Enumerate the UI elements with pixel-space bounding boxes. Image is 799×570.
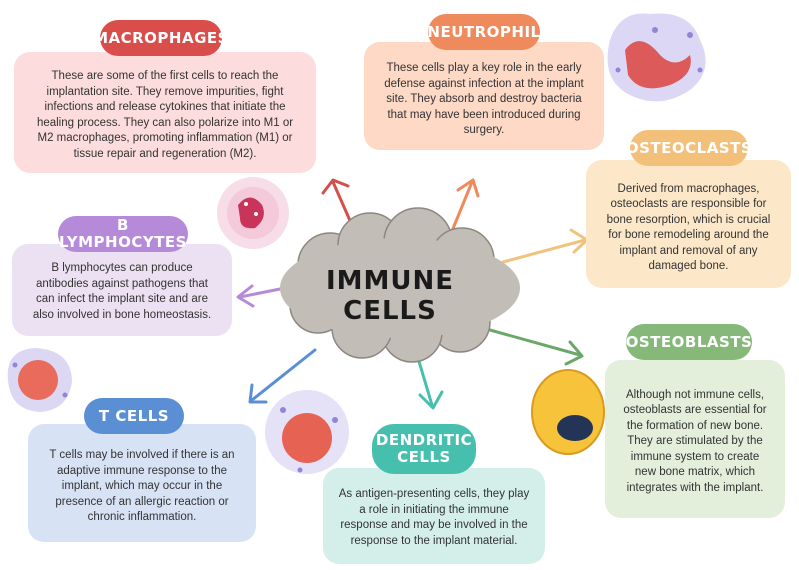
macrophages-heading: MACROPHAGES xyxy=(93,20,228,56)
t-cells-text: T cells may be involved if there is an a… xyxy=(49,449,235,524)
arrow-neutrophil xyxy=(448,178,480,238)
macrophages-text: These are some of the first cells to rea… xyxy=(36,70,294,160)
t-cells-card: T cells may be involved if there is an a… xyxy=(28,424,256,542)
neutrophil-card: These cells play a key role in the early… xyxy=(364,42,604,150)
neutrophil-text: These cells play a key role in the early… xyxy=(384,62,584,137)
osteoclasts-heading: OSTEOCLASTS xyxy=(626,130,752,166)
arrow-t-cells xyxy=(248,348,317,404)
osteoblast-cell-icon xyxy=(531,369,605,455)
t-cell-icon xyxy=(7,348,73,412)
osteoblasts-heading: OSTEOBLASTS xyxy=(626,324,752,360)
page-title: IMMUNE CELLS xyxy=(325,266,455,326)
dendritic-cells-card: As antigen-presenting cells, they play a… xyxy=(323,468,545,564)
b-lymphocyte-cell-icon xyxy=(217,177,289,249)
neutrophil-heading: NEUTROPHIL xyxy=(427,14,540,50)
t-cells-heading: T CELLS xyxy=(84,398,184,434)
dendritic-cells-heading: DENDRITIC CELLS xyxy=(372,424,476,474)
b-lymphocytes-card: B lymphocytes can produce antibodies aga… xyxy=(12,244,232,336)
neutrophil-cell-icon xyxy=(607,13,706,102)
osteoclasts-card: Derived from macrophages, osteoclasts ar… xyxy=(586,160,791,288)
arrow-osteoblasts xyxy=(488,328,584,366)
b-lymphocytes-text: B lymphocytes can produce antibodies aga… xyxy=(32,262,212,321)
macrophages-card: These are some of the first cells to rea… xyxy=(14,52,316,173)
dendritic-cells-text: As antigen-presenting cells, they play a… xyxy=(338,488,530,547)
osteoblasts-card: Although not immune cells, osteoblasts a… xyxy=(605,360,785,518)
osteoclasts-text: Derived from macrophages, osteoclasts ar… xyxy=(606,182,771,273)
dendritic-cell-icon xyxy=(265,390,349,474)
b-lymphocytes-heading: B LYMPHOCYTES xyxy=(58,216,188,252)
osteoblasts-text: Although not immune cells, osteoblasts a… xyxy=(623,388,767,494)
